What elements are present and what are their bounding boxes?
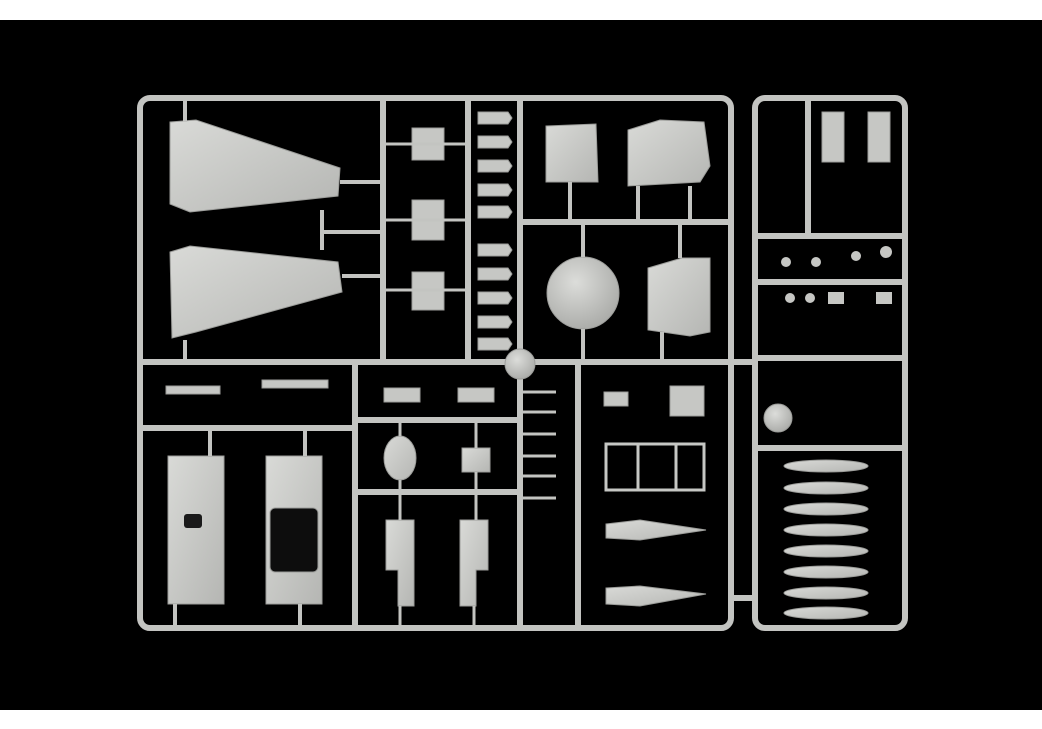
bombs-row — [783, 459, 869, 620]
cowling-panels — [545, 119, 711, 337]
canopy-opening — [269, 507, 319, 573]
right-small-details — [781, 246, 892, 304]
small-boxes-gates — [383, 142, 468, 292]
frame-parts — [604, 442, 706, 492]
drop-tanks — [605, 519, 707, 607]
stabilizer-gates — [183, 98, 383, 362]
tiny-parts-column — [520, 390, 556, 500]
panel-gates — [568, 182, 692, 362]
stabilizer-parts — [169, 119, 343, 339]
right-sprue-parts — [763, 111, 891, 433]
door-window — [184, 514, 202, 528]
door-gates — [173, 428, 307, 628]
main-sprue-frame — [137, 95, 734, 631]
seat-parts — [383, 435, 491, 607]
small-brackets — [603, 385, 705, 417]
right-sprue-frame — [731, 95, 908, 631]
sprue-hub — [504, 348, 536, 380]
landing-gear-parts — [165, 379, 495, 403]
seat-gates — [398, 420, 478, 628]
pylon-parts-column — [477, 111, 513, 351]
